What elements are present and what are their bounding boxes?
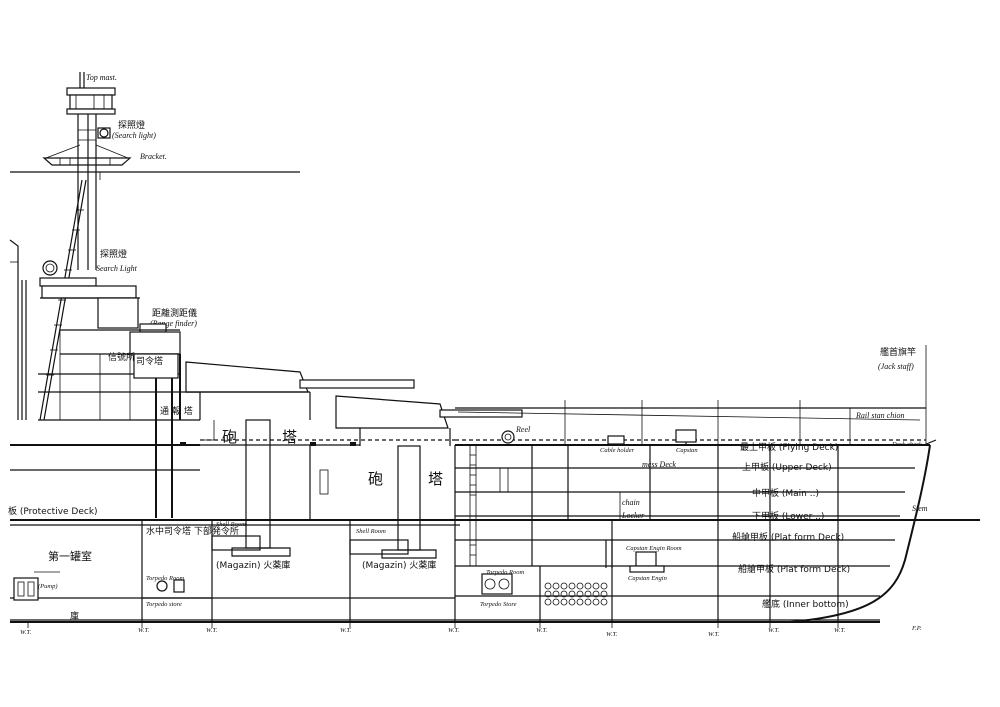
wt-mark: W.T. (138, 627, 150, 634)
label-top-mast: Top mast. (86, 73, 117, 82)
label-upper-deck: 上甲板 (Upper Deck) (742, 461, 832, 473)
label-magazine-2: (Magazin) 火薬庫 (362, 559, 436, 571)
wt-mark: W.T. (768, 627, 780, 634)
label-rail-stanchion: Rail stan chion (855, 411, 904, 420)
label-turret-cjk-1: 砲 (222, 428, 237, 446)
label-locker: Locker (621, 511, 645, 520)
label-turret-cjk-2: 塔 (282, 428, 297, 446)
hull (10, 345, 980, 623)
label-platform-deck-2: 船艙甲板 (Plat form Deck) (738, 563, 850, 575)
label-range-finder: (Range finder) (150, 319, 197, 328)
label-main-deck: 中甲板 (Main ..) (752, 487, 819, 499)
label-store-cjk: 庫 (70, 610, 79, 622)
deck-labels: Rail stan chion Deck check 艦首旗竿 (Jack st… (8, 346, 928, 632)
label-search-light-lower-cjk: 探照燈 (100, 248, 127, 260)
label-shell-room-2: Shell Room (356, 528, 386, 535)
label-range-finder-cjk: 距離測距儀 (152, 307, 197, 319)
wt-mark: W.T. (20, 629, 32, 636)
label-torpedo-room-1: Torpedo Room (146, 575, 185, 582)
label-platform-deck-1: 船艙甲板 (Plat form Deck) (732, 531, 844, 543)
label-capstan-engine-room: Capstan Engin Room (626, 545, 682, 552)
label-jack-staff: (Jack staff) (878, 362, 914, 371)
label-search-light-upper-cjk: 探照燈 (118, 119, 145, 131)
label-bracket: Bracket. (140, 152, 167, 161)
label-torpedo-room-2: Torpedo Room (486, 569, 525, 576)
label-stem: Stem (912, 504, 928, 513)
label-turret-cjk-4: 塔 (428, 470, 443, 488)
label-search-light-lower: Search Light (96, 264, 138, 273)
label-capstan: Capstan (676, 447, 698, 454)
label-torpedo-store-2: Torpedo Store (480, 601, 517, 608)
label-search-light-upper: (Search light) (112, 131, 156, 140)
label-hydraulic-room-cjk: 水中司令塔 下部発令所 (146, 525, 239, 537)
label-signal-cjk: 信號所 (108, 351, 135, 363)
wt-mark: W.T. (206, 627, 218, 634)
wt-marks: W.T. W.T. W.T. W.T. W.T. W.T. W.T. W.T. … (20, 622, 846, 638)
label-communication-cjk: 通 報 塔 (160, 405, 193, 417)
ladders (319, 445, 509, 566)
bridge: 司令塔 信號所 通 報 塔 (9, 239, 200, 518)
wt-mark: W.T. (834, 627, 846, 634)
label-cable-holder: Cable holder (600, 447, 635, 454)
wt-mark: W.T. (708, 631, 720, 638)
label-torpedo-store-1: Torpedo store (146, 601, 182, 608)
label-reel: Reel (515, 425, 531, 434)
label-turret-cjk-3: 砲 (368, 470, 383, 488)
label-boiler-room-cjk: 第一罐室 (48, 549, 92, 563)
label-capstan-engine: Capstan Engin (628, 575, 667, 582)
wt-mark: W.T. (536, 627, 548, 634)
wt-mark: W.T. (340, 627, 352, 634)
label-shell-room-1: Shell Room (216, 521, 246, 528)
chain-locker-pattern (544, 582, 608, 606)
label-chain: chain (622, 498, 640, 507)
label-lower-deck: 下甲板 (Lower ..) (752, 510, 824, 522)
label-deck-check: Deck check (891, 441, 922, 448)
wt-mark: W.T. (606, 631, 618, 638)
mast-labels: Top mast. 探照燈 (Search light) Bracket. 探照… (86, 73, 197, 328)
label-flying-deck: 最上甲板 (Flying Deck) (740, 441, 838, 453)
label-fp: F.P. (911, 625, 922, 632)
turret-forward-upper: 砲 塔 (185, 361, 415, 557)
wt-mark: W.T. (448, 627, 460, 634)
label-conning-cjk: 司令塔 (136, 355, 163, 367)
label-protective-deck: 板 (Protective Deck) (8, 505, 98, 517)
mast (10, 72, 300, 421)
label-inner-bottom: 艦底 (Inner bottom) (762, 598, 849, 610)
label-pump: (Pump) (38, 583, 58, 590)
label-jack-staff-cjk: 艦首旗竿 (880, 346, 916, 358)
label-magazine-1: (Magazin) 火薬庫 (216, 559, 290, 571)
label-mess-deck: mess Deck (642, 460, 676, 469)
